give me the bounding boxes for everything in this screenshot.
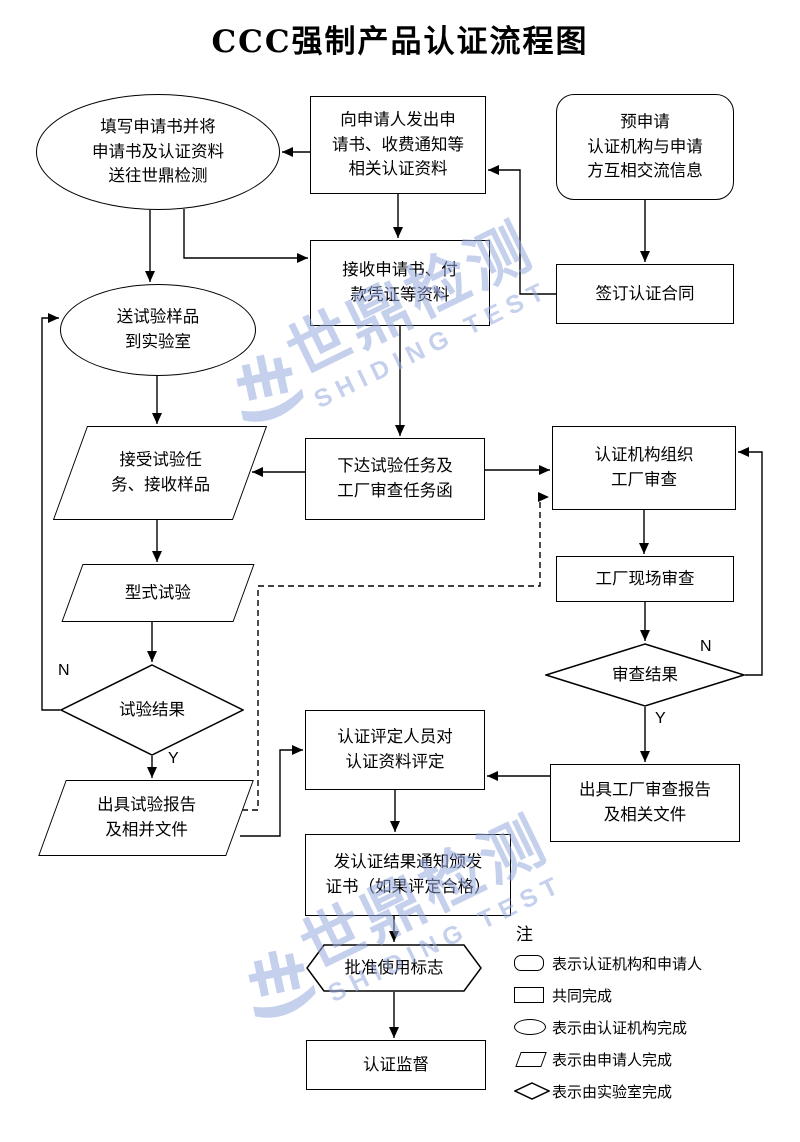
branch-label-y-test: Y: [168, 750, 179, 767]
node-supervision: 认证监督: [306, 1040, 486, 1090]
node-send-sample: 送试验样品 到实验室: [60, 284, 256, 376]
node-label: 认证监督: [363, 1055, 429, 1074]
node-factory-report: 出具工厂审查报告 及相关文件: [550, 764, 740, 842]
branch-label-y-audit: Y: [655, 710, 666, 727]
node-label: 发认证结果通知颁发 证书（如果评定合格）: [325, 853, 491, 896]
node-label: 下达试验任务及 工厂审查任务函: [337, 457, 453, 500]
diamond-legend-icon: [514, 1082, 552, 1100]
diamond-shape: [545, 643, 745, 707]
node-sign-contract: 签订认证合同: [556, 264, 734, 324]
legend-item-roundrect: 表示认证机构和申请人: [514, 953, 702, 973]
rect-legend-icon: [514, 987, 552, 1003]
legend-item-label: 表示由实验室完成: [552, 1083, 673, 1101]
legend-item-ellipse: 表示由认证机构完成: [514, 1017, 702, 1037]
node-label: 签订认证合同: [595, 284, 695, 303]
page-title: CCC强制产品认证流程图: [211, 24, 589, 60]
node-issue-cert: 发认证结果通知颁发 证书（如果评定合格）: [305, 834, 511, 916]
node-test-report: 出具试验报告 及相并文件: [38, 780, 254, 856]
node-label: 向申请人发出申 请书、收费通知等 相关认证资料: [332, 110, 464, 179]
legend-note: 注: [516, 925, 533, 944]
node-pre-application: 预申请 认证机构与申请 方互相交流信息: [556, 94, 734, 200]
node-type-test: 型式试验: [61, 564, 255, 622]
node-label: 出具试验报告 及相并文件: [96, 796, 196, 839]
node-label: 审查结果: [612, 665, 678, 684]
branch-label-n-test: N: [58, 662, 70, 679]
node-receive-application: 接收申请书、付 款凭证等资料: [310, 240, 490, 326]
node-org-audit: 认证机构组织 工厂审查: [552, 426, 736, 510]
legend-item-label: 表示认证机构和申请人: [552, 955, 703, 973]
node-assign-task: 下达试验任务及 工厂审查任务函: [305, 438, 485, 520]
node-label: 认证评定人员对 认证资料评定: [337, 728, 453, 771]
diamond-shape: [60, 664, 244, 756]
node-send-application: 向申请人发出申 请书、收费通知等 相关认证资料: [310, 96, 486, 194]
node-evaluate: 认证评定人员对 认证资料评定: [305, 710, 485, 790]
node-approve-mark: 批准使用标志: [306, 944, 482, 992]
node-label: 接收申请书、付 款凭证等资料: [342, 261, 458, 304]
roundrect-legend-icon: [514, 955, 552, 971]
node-label: 接受试验任 务、接收样品: [110, 451, 210, 494]
node-accept-task: 接受试验任 务、接收样品: [52, 426, 268, 520]
node-label: 工厂现场审查: [595, 569, 695, 588]
ellipse-legend-icon: [514, 1019, 552, 1035]
node-label: 认证机构组织 工厂审查: [594, 446, 694, 489]
parallelogram-legend-icon: [514, 1051, 552, 1067]
node-label: 填写申请书并将 申请书及认证资料 送往世鼎检测: [92, 117, 224, 186]
node-label: 批准使用标志: [344, 958, 444, 977]
node-fill-application: 填写申请书并将 申请书及认证资料 送往世鼎检测: [36, 94, 280, 210]
node-label: 出具工厂审查报告 及相关文件: [579, 781, 711, 824]
node-label: 送试验样品 到实验室: [116, 308, 200, 351]
node-label: 预申请 认证机构与申请 方互相交流信息: [587, 112, 703, 181]
legend-item-label: 表示由申请人完成: [552, 1051, 673, 1069]
node-onsite-audit: 工厂现场审查: [556, 556, 734, 602]
legend-item-rect: 共同完成: [514, 985, 702, 1005]
node-label: 型式试验: [125, 583, 191, 602]
legend: 注 表示认证机构和申请人 共同完成 表示由认证机构完成 表示由申请人完成 表示由…: [514, 920, 702, 1113]
legend-item-label: 表示由认证机构完成: [552, 1019, 688, 1037]
hexagon-shape: [306, 944, 482, 992]
legend-item-label: 共同完成: [552, 987, 613, 1005]
node-audit-result: 审查结果: [545, 643, 745, 707]
legend-item-parallelogram: 表示由申请人完成: [514, 1049, 702, 1069]
branch-label-n-audit: N: [700, 638, 712, 655]
legend-item-diamond: 表示由实验室完成: [514, 1081, 702, 1101]
node-label: 试验结果: [119, 700, 185, 719]
node-test-result: 试验结果: [60, 664, 244, 756]
